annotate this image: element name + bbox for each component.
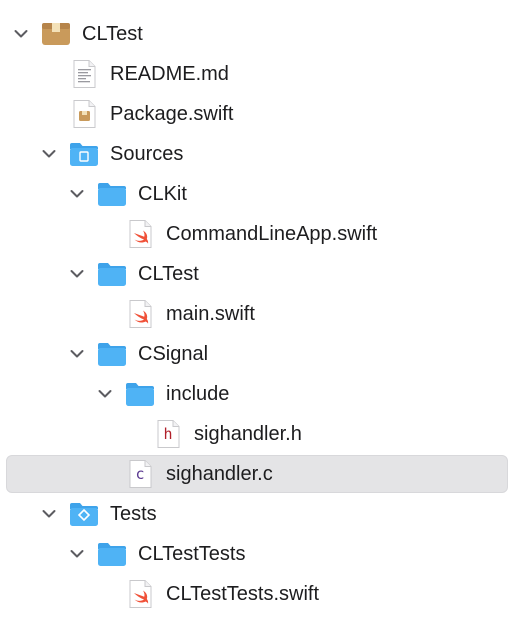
tree-item-label: README.md (110, 63, 229, 85)
tree-item-label: main.swift (166, 303, 255, 325)
swift-file-icon (124, 299, 156, 329)
chevron-down-icon[interactable] (96, 385, 114, 403)
folder-icon (96, 259, 128, 289)
tree-row[interactable]: h sighandler.h (0, 415, 508, 453)
tree-item-label: Tests (110, 503, 157, 525)
tests-folder-icon (68, 499, 100, 529)
tree-item-label: CSignal (138, 343, 209, 365)
tree-row[interactable]: main.swift (0, 295, 508, 333)
tree-item-label: CLTest (138, 263, 199, 285)
tree-item-label: CLTestTests.swift (166, 583, 319, 605)
tree-item-label: sighandler.c (166, 463, 273, 485)
chevron-down-icon[interactable] (40, 505, 58, 523)
tree-row[interactable]: Sources (0, 135, 508, 173)
folder-icon (124, 379, 156, 409)
tree-row[interactable]: CSignal (0, 335, 508, 373)
tree-item-label: include (166, 383, 230, 405)
c-glyph: c (135, 465, 145, 483)
package-manifest-icon (68, 99, 100, 129)
chevron-down-icon[interactable] (68, 185, 86, 203)
tree-item-label: CommandLineApp.swift (166, 223, 378, 245)
tree-item-label: sighandler.h (194, 423, 302, 445)
selection-highlight (6, 455, 508, 493)
tree-row[interactable]: CLTest (0, 15, 508, 53)
tree-row[interactable]: include (0, 375, 508, 413)
tree-row[interactable]: CLKit (0, 175, 508, 213)
tree-item-label: CLTestTests (138, 543, 246, 565)
tree-item-label: CLKit (138, 183, 187, 205)
chevron-down-icon[interactable] (68, 265, 86, 283)
chevron-down-icon[interactable] (12, 25, 30, 43)
tree-item-label: CLTest (82, 23, 143, 45)
c-file-icon: c (124, 459, 156, 489)
tree-row[interactable]: CommandLineApp.swift (0, 215, 508, 253)
tree-row[interactable]: Tests (0, 495, 508, 533)
chevron-down-icon[interactable] (40, 145, 58, 163)
package-icon (40, 19, 72, 49)
chevron-down-icon[interactable] (68, 345, 86, 363)
tree-row[interactable]: README.md (0, 55, 508, 93)
chevron-down-icon[interactable] (68, 545, 86, 563)
swift-file-icon (124, 219, 156, 249)
folder-icon (96, 539, 128, 569)
folder-icon (96, 179, 128, 209)
folder-icon (96, 339, 128, 369)
swift-file-icon (124, 579, 156, 609)
tree-row[interactable]: c sighandler.c (0, 455, 508, 493)
tree-row[interactable]: CLTest (0, 255, 508, 293)
document-icon (68, 59, 100, 89)
tree-row[interactable]: CLTestTests.swift (0, 575, 508, 613)
sources-folder-icon (68, 139, 100, 169)
tree-row[interactable]: CLTestTests (0, 535, 508, 573)
tree-row[interactable]: Package.swift (0, 95, 508, 133)
tree-item-label: Package.swift (110, 103, 234, 125)
header-glyph: h (163, 425, 173, 443)
header-file-icon: h (152, 419, 184, 449)
tree-item-label: Sources (110, 143, 184, 165)
